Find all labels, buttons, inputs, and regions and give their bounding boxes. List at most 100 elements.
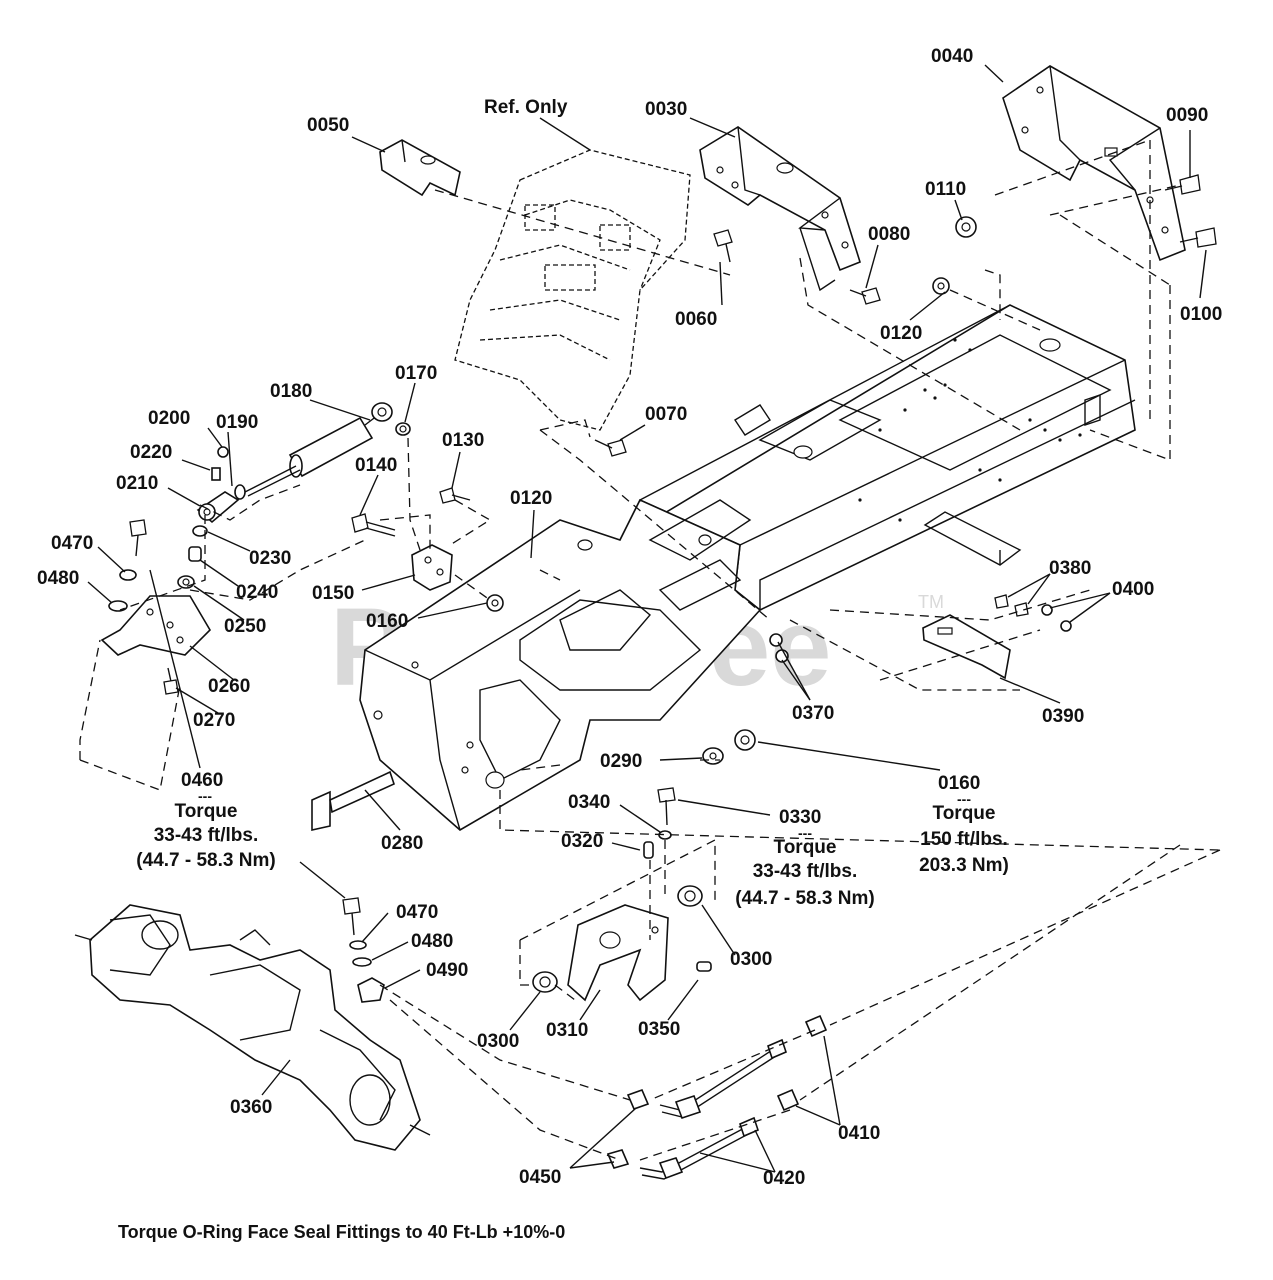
label-0420: 0420 bbox=[763, 1168, 805, 1189]
part-0230-washer bbox=[192, 525, 208, 537]
label-0140: 0140 bbox=[355, 455, 397, 476]
label-0260: 0260 bbox=[208, 676, 250, 697]
part-0470-bolt-center bbox=[342, 897, 361, 936]
part-0450-fitting-top bbox=[626, 1088, 650, 1111]
part-0390-bracket bbox=[922, 614, 1011, 680]
part-0300-bushing-left bbox=[532, 971, 558, 993]
part-0250-washer bbox=[177, 575, 195, 589]
label-0450: 0450 bbox=[519, 1167, 561, 1188]
part-ref-console bbox=[454, 149, 691, 431]
part-0150-bracket bbox=[411, 544, 453, 591]
label-0030: 0030 bbox=[645, 99, 687, 120]
torque-0460-line2: (44.7 - 58.3 Nm) bbox=[136, 850, 275, 871]
part-0260-bracket bbox=[100, 595, 212, 656]
label-0230: 0230 bbox=[249, 548, 291, 569]
part-0040-bracket bbox=[1002, 65, 1186, 262]
part-0160-nut-lower bbox=[734, 729, 756, 751]
part-0420-hoses bbox=[639, 1038, 787, 1180]
part-0180-cylinder bbox=[244, 402, 393, 497]
label-0310: 0310 bbox=[546, 1020, 588, 1041]
label-0170: 0170 bbox=[395, 363, 437, 384]
label-0330: 0330 bbox=[779, 807, 821, 828]
part-0370-nuts bbox=[769, 633, 789, 663]
label-0300-left: 0300 bbox=[477, 1031, 519, 1052]
part-0220-fitting bbox=[211, 467, 221, 481]
part-0450-fitting-bottom bbox=[606, 1149, 630, 1169]
part-0380-bolts bbox=[994, 594, 1029, 617]
watermark-tm: TM bbox=[918, 592, 944, 612]
part-0280-pin bbox=[311, 770, 395, 831]
label-0250: 0250 bbox=[224, 616, 266, 637]
label-0270: 0270 bbox=[193, 710, 235, 731]
label-0200: 0200 bbox=[148, 408, 190, 429]
part-0480-washer-center bbox=[349, 940, 372, 967]
assembly-dash-lines bbox=[79, 139, 1221, 1161]
part-0360-transaxle bbox=[74, 904, 431, 1151]
label-0080: 0080 bbox=[868, 224, 910, 245]
torque-0330-line1: 33-43 ft/lbs. bbox=[753, 861, 858, 882]
label-0490: 0490 bbox=[426, 960, 468, 981]
label-0470-center: 0470 bbox=[396, 902, 438, 923]
label-0390: 0390 bbox=[1042, 706, 1084, 727]
label-0110: 0110 bbox=[925, 179, 966, 200]
label-0180: 0180 bbox=[270, 381, 312, 402]
label-0040: 0040 bbox=[931, 46, 973, 67]
label-0350: 0350 bbox=[638, 1019, 680, 1040]
part-0330-bolt bbox=[657, 787, 676, 826]
part-labels: 0040 0030 0050 Ref. Only 0090 0110 0080 … bbox=[37, 46, 1222, 1189]
label-0220: 0220 bbox=[130, 442, 172, 463]
label-0130: 0130 bbox=[442, 430, 484, 451]
label-0320: 0320 bbox=[561, 831, 603, 852]
part-0100-bolt bbox=[1179, 227, 1217, 248]
part-0190-washer bbox=[234, 484, 246, 500]
part-0160-nut-upper bbox=[486, 594, 504, 612]
label-0380: 0380 bbox=[1049, 558, 1091, 579]
part-0350-pin bbox=[696, 961, 712, 972]
label-0060: 0060 bbox=[675, 309, 717, 330]
label-0090: 0090 bbox=[1166, 105, 1208, 126]
footer-note: Torque O-Ring Face Seal Fittings to 40 F… bbox=[118, 1222, 565, 1242]
label-0150: 0150 bbox=[312, 583, 354, 604]
label-0340: 0340 bbox=[568, 792, 610, 813]
torque-note-0160: --- Torque 150 ft/lbs. 203.3 Nm) bbox=[919, 791, 1009, 876]
label-0460: 0460 bbox=[181, 770, 223, 791]
torque-0460-line1: 33-43 ft/lbs. bbox=[154, 825, 259, 846]
torque-0460-title: Torque bbox=[175, 801, 238, 822]
part-0060-bolt bbox=[713, 229, 733, 263]
label-0210: 0210 bbox=[116, 473, 158, 494]
label-0290: 0290 bbox=[600, 751, 642, 772]
torque-0330-separator: --- bbox=[798, 825, 812, 841]
label-0360: 0360 bbox=[230, 1097, 272, 1118]
label-ref-only: Ref. Only bbox=[484, 97, 568, 118]
part-0120-nut-top bbox=[932, 277, 950, 295]
label-0070: 0070 bbox=[645, 404, 687, 425]
label-0160-lower: 0160 bbox=[938, 773, 980, 794]
label-0120-top: 0120 bbox=[880, 323, 922, 344]
label-0160-upper: 0160 bbox=[366, 611, 408, 632]
part-0320-pin bbox=[643, 841, 654, 859]
label-0190: 0190 bbox=[216, 412, 258, 433]
label-0120-mid: 0120 bbox=[510, 488, 552, 509]
label-0280: 0280 bbox=[381, 833, 423, 854]
torque-0160-line2: 203.3 Nm) bbox=[919, 855, 1009, 876]
torque-0330-line2: (44.7 - 58.3 Nm) bbox=[735, 888, 874, 909]
label-0470-left: 0470 bbox=[51, 533, 93, 554]
label-0050: 0050 bbox=[307, 115, 349, 136]
torque-0160-line1: 150 ft/lbs. bbox=[920, 829, 1008, 850]
part-0310-bracket bbox=[567, 904, 669, 1002]
torque-0160-title: Torque bbox=[933, 803, 996, 824]
part-0110-nut bbox=[955, 216, 977, 238]
label-0410: 0410 bbox=[838, 1123, 880, 1144]
part-0090-bolt bbox=[1164, 174, 1201, 195]
part-0070-bolt bbox=[594, 439, 627, 457]
label-0240: 0240 bbox=[236, 582, 278, 603]
torque-0160-separator: --- bbox=[957, 791, 971, 807]
label-0480-center: 0480 bbox=[411, 931, 453, 952]
torque-note-0460: --- Torque 33-43 ft/lbs. (44.7 - 58.3 Nm… bbox=[136, 788, 275, 871]
part-0240-spacer bbox=[188, 546, 202, 562]
part-0290-washer bbox=[702, 747, 724, 765]
part-0140-bolt bbox=[351, 513, 396, 537]
part-0030-dash-panel bbox=[699, 126, 861, 292]
label-0480-left: 0480 bbox=[37, 568, 79, 589]
